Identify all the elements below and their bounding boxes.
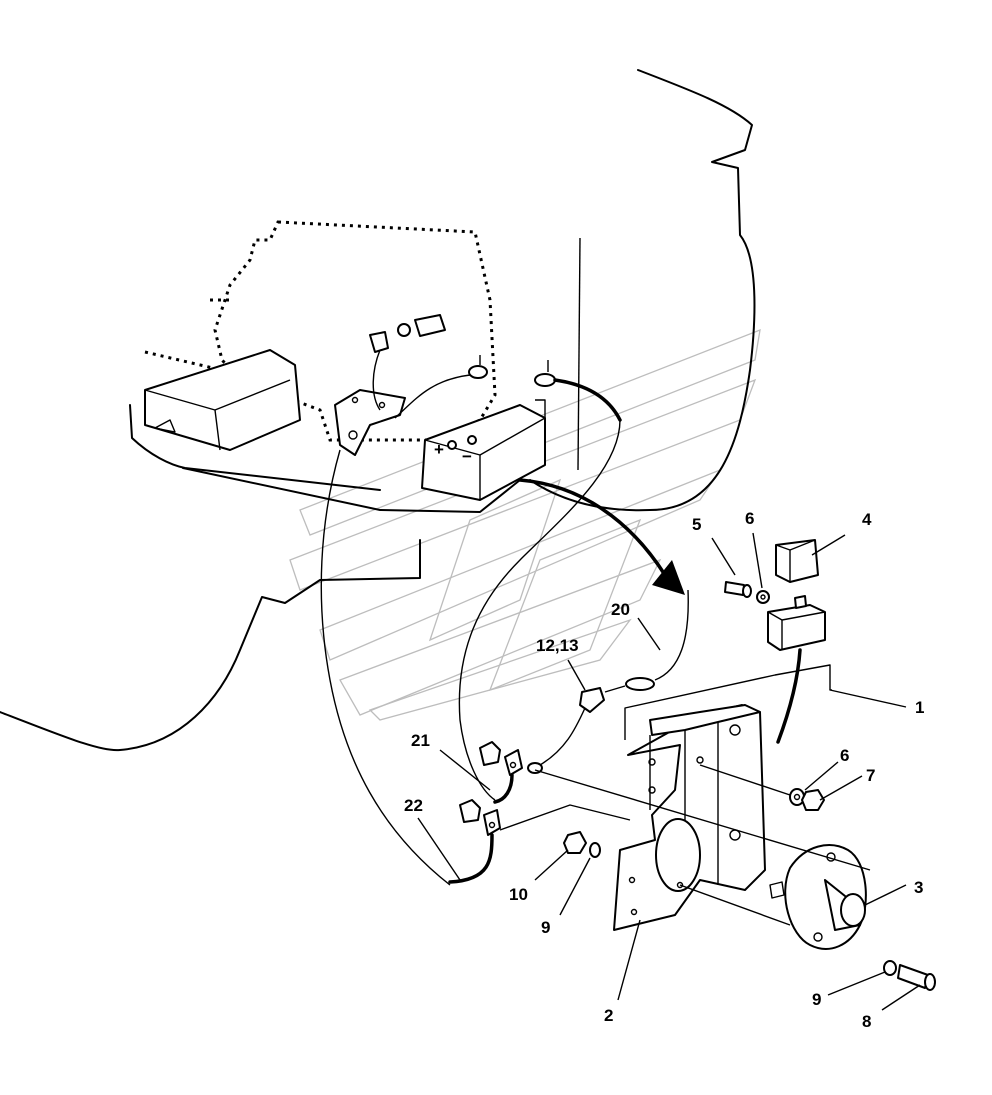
callout-12-13: 12,13 — [536, 636, 579, 655]
ground-bracket — [334, 389, 406, 456]
battery-plus-label: + — [434, 440, 444, 459]
bolt-and-washer — [883, 960, 936, 991]
relay-screw — [724, 581, 770, 604]
callout-6-lower: 6 — [840, 746, 849, 765]
nut-and-washer-right — [789, 788, 825, 811]
callout-20: 20 — [611, 600, 630, 619]
callout-2: 2 — [604, 1006, 613, 1025]
disconnect-switch — [769, 844, 867, 950]
battery: + − — [421, 404, 546, 501]
callout-8: 8 — [862, 1012, 871, 1031]
mounting-bracket — [613, 704, 766, 931]
callout-9-right: 9 — [812, 990, 821, 1009]
callout-9-left: 9 — [541, 918, 550, 937]
callout-6-upper: 6 — [745, 509, 754, 528]
direction-arrow — [518, 478, 685, 595]
callout-21: 21 — [411, 731, 430, 750]
long-cables — [320, 419, 621, 886]
wire-harness-20 — [539, 589, 689, 766]
leader-lines — [417, 532, 921, 1011]
relay — [767, 595, 826, 744]
callout-10: 10 — [509, 885, 528, 904]
callout-5: 5 — [692, 515, 701, 534]
callout-7: 7 — [866, 766, 875, 785]
ground-strap-21 — [479, 741, 543, 804]
ground-strap-22 — [448, 799, 631, 884]
callout-22: 22 — [404, 796, 423, 815]
watermark-logo — [289, 328, 761, 721]
callout-labels: 1 2 3 4 5 6 6 7 8 9 9 10 12,13 20 21 22 — [404, 509, 924, 1031]
callout-1: 1 — [915, 698, 924, 717]
battery-minus-label: − — [462, 447, 472, 466]
callout-3: 3 — [914, 878, 923, 897]
battery-cable-terminals — [369, 314, 622, 425]
frame-box — [144, 349, 301, 451]
nut-and-washer-left — [563, 831, 601, 858]
callout-4: 4 — [862, 510, 872, 529]
relay-cover — [775, 539, 819, 583]
vehicle-body-outline — [0, 69, 756, 752]
